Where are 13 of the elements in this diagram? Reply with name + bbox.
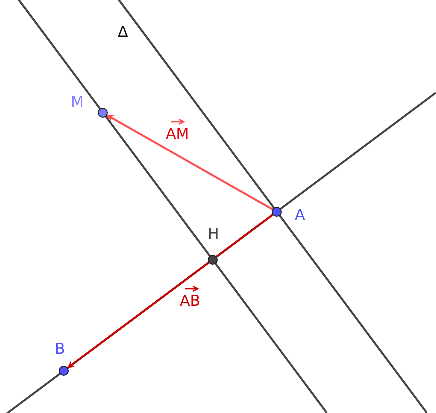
vector-arrow bbox=[106, 114, 274, 210]
point-label: H bbox=[208, 227, 220, 242]
point bbox=[272, 207, 282, 217]
point-label: B bbox=[55, 342, 66, 357]
point-label: M bbox=[71, 95, 84, 110]
line-label: Δ bbox=[118, 25, 128, 40]
edge-label: AB bbox=[180, 294, 201, 309]
point-label: A bbox=[295, 208, 306, 223]
vector-arrow bbox=[67, 214, 274, 369]
point bbox=[98, 108, 108, 118]
edge-label: AM bbox=[166, 127, 190, 142]
point bbox=[59, 366, 69, 376]
point bbox=[208, 255, 218, 265]
